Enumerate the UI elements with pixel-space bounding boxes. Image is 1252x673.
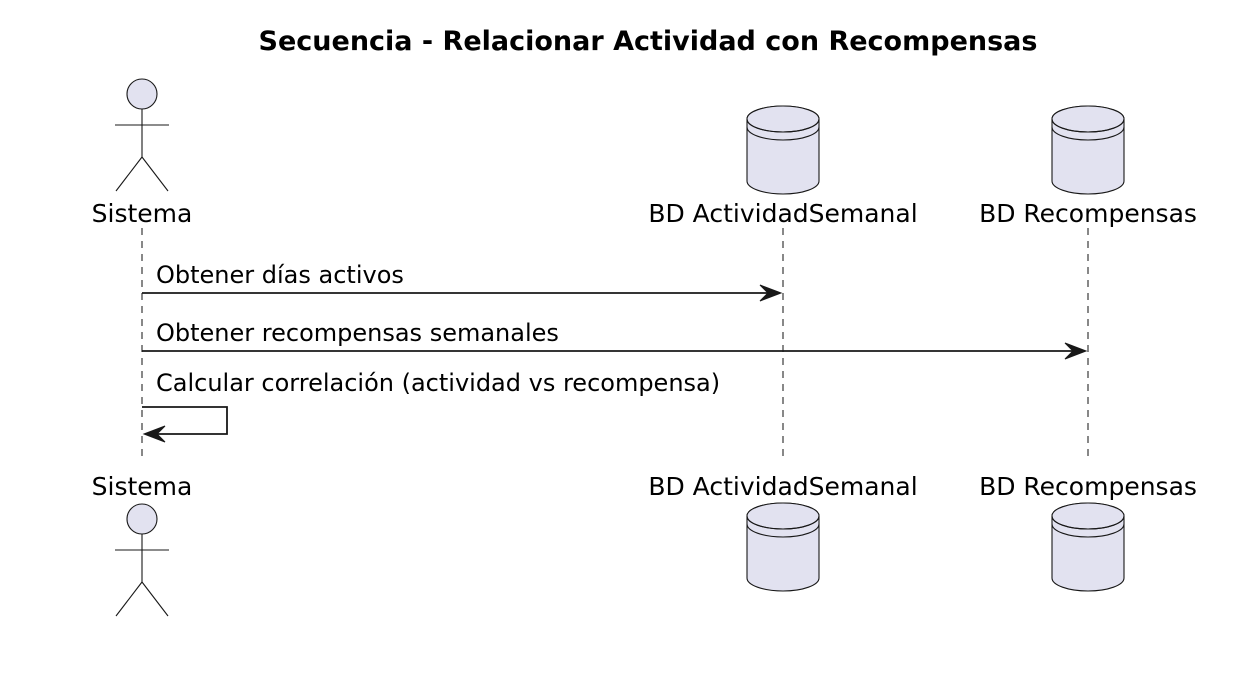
participants-bottom: Sistema BD ActividadSemanal BD Recompensas bbox=[92, 472, 1197, 617]
database-band bbox=[746, 126, 820, 141]
actor-right-leg bbox=[141, 581, 169, 617]
actor-icon bbox=[115, 78, 169, 192]
participant-recompensas-top[interactable]: BD Recompensas bbox=[979, 105, 1197, 228]
participant-label: BD ActividadSemanal bbox=[648, 199, 917, 228]
participant-label: BD ActividadSemanal bbox=[648, 472, 917, 501]
database-rim bbox=[746, 515, 820, 530]
message-3: Calcular correlación (actividad vs recom… bbox=[142, 369, 720, 443]
database-rim bbox=[1051, 118, 1125, 133]
arrow-head bbox=[142, 425, 166, 443]
arrow-head bbox=[1064, 342, 1088, 360]
diagram-title: Secuencia - Relacionar Actividad con Rec… bbox=[259, 26, 1038, 57]
participant-sistema-bottom[interactable]: Sistema bbox=[92, 472, 193, 617]
database-rim bbox=[1051, 515, 1125, 530]
participant-label: BD Recompensas bbox=[979, 199, 1197, 228]
actor-left-leg bbox=[115, 581, 143, 617]
actor-head bbox=[126, 503, 158, 535]
actor-head bbox=[126, 78, 158, 110]
arrow-head bbox=[759, 284, 783, 302]
actor-icon bbox=[115, 503, 169, 617]
database-band bbox=[1051, 523, 1125, 538]
message-label: Calcular correlación (actividad vs recom… bbox=[156, 369, 720, 397]
lifelines bbox=[141, 228, 1089, 462]
database-band bbox=[1051, 126, 1125, 141]
message-label: Obtener días activos bbox=[156, 261, 404, 289]
participant-recompensas-bottom[interactable]: BD Recompensas bbox=[979, 472, 1197, 592]
database-rim bbox=[746, 118, 820, 133]
self-message-line bbox=[142, 406, 228, 435]
participant-sistema-top[interactable]: Sistema bbox=[92, 78, 193, 228]
message-label: Obtener recompensas semanales bbox=[156, 319, 559, 347]
message-1: Obtener días activos bbox=[142, 261, 783, 302]
participants-top: Sistema BD ActividadSemanal BD Recompensas bbox=[92, 78, 1197, 228]
participant-actividad-bottom[interactable]: BD ActividadSemanal bbox=[648, 472, 918, 592]
participant-label: Sistema bbox=[92, 472, 193, 501]
database-icon bbox=[746, 502, 820, 592]
participant-actividad-top[interactable]: BD ActividadSemanal bbox=[648, 105, 918, 228]
actor-left-leg bbox=[115, 156, 143, 192]
database-icon bbox=[1051, 502, 1125, 592]
participant-label: Sistema bbox=[92, 199, 193, 228]
database-band bbox=[746, 523, 820, 538]
actor-right-leg bbox=[141, 156, 169, 192]
participant-label: BD Recompensas bbox=[979, 472, 1197, 501]
database-icon bbox=[746, 105, 820, 195]
database-icon bbox=[1051, 105, 1125, 195]
message-2: Obtener recompensas semanales bbox=[142, 319, 1088, 360]
